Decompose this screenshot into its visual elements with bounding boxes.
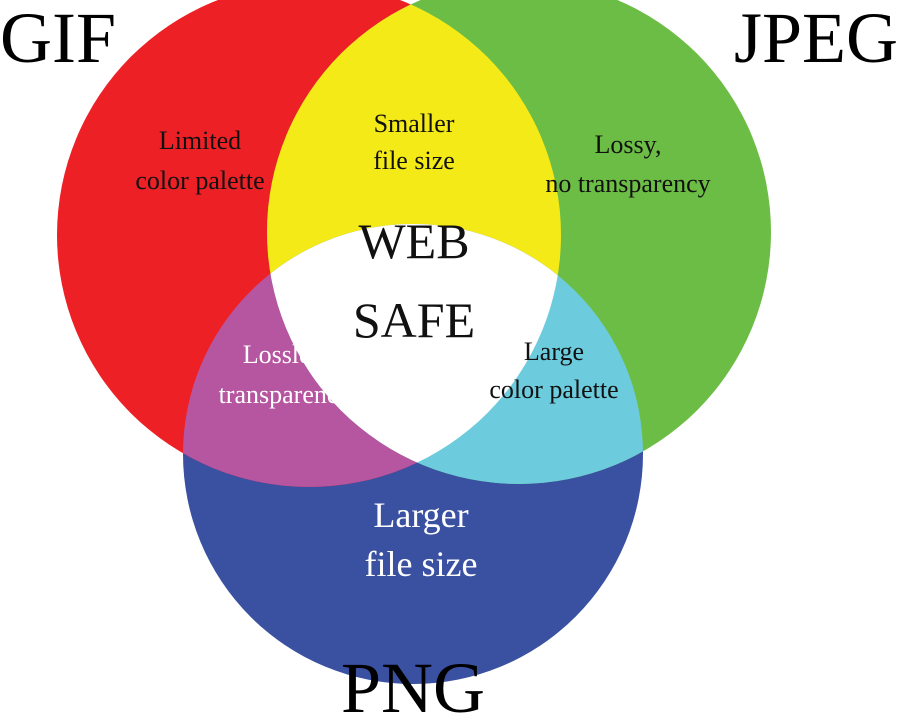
png-only-line1: Larger [373,495,468,535]
png-only-line2: file size [365,544,478,584]
gif-label: GIF [0,0,116,78]
gif-only-line1: Limited [159,126,241,155]
gif-jpeg-line2: file size [373,146,455,175]
center-line2: SAFE [353,292,475,348]
jpeg-png-line1: Large [524,337,584,366]
center-line1: WEB [358,213,469,269]
png-label: PNG [341,648,485,720]
jpeg-only-line2: no transparency [545,169,710,198]
jpeg-label: JPEG [734,0,898,78]
center-overlap [267,224,561,484]
jpeg-png-line2: color palette [489,375,618,404]
gif-png-line1: Lossless, [243,340,338,369]
jpeg-only-line1: Lossy, [595,130,662,159]
gif-jpeg-line1: Smaller [374,109,455,138]
gif-only-line2: color palette [135,166,264,195]
gif-png-line2: transparency [219,380,352,409]
